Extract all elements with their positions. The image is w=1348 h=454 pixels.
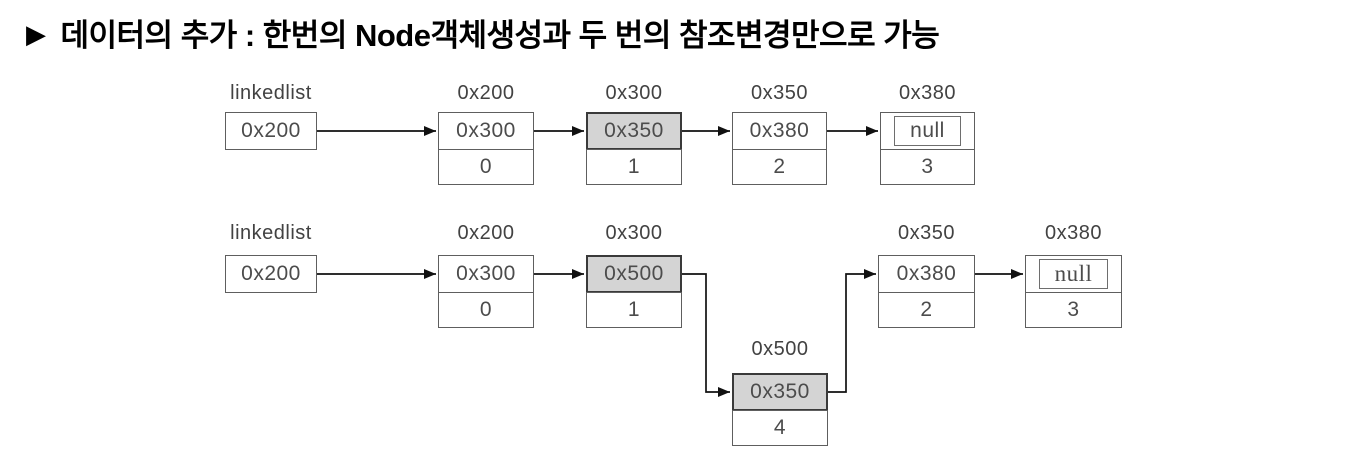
d2-pointer-value: 0x200 [241, 262, 301, 285]
next-pointer-cell: 0x300 [438, 112, 534, 150]
next-pointer-cell: 0x380 [878, 255, 975, 293]
next-pointer-cell: null [880, 112, 975, 150]
d2-pointer-box: 0x200 [225, 255, 317, 293]
next-value: 0x350 [604, 119, 664, 142]
d1-node-0x300-label: 0x300 [605, 82, 663, 104]
data-value: 4 [773, 415, 787, 439]
next-value: 0x300 [456, 262, 516, 285]
d2-node-0x350-label: 0x350 [898, 222, 955, 244]
data-cell: 2 [878, 291, 975, 328]
data-cell: 0 [438, 291, 534, 328]
data-value: 3 [1067, 297, 1080, 321]
connector-d2-0x300-down-to-new-node [682, 273, 730, 397]
d1-pointer-box: 0x200 [225, 112, 317, 150]
data-value: 3 [921, 154, 934, 178]
page-title: ▶ 데이터의 추가 : 한번의 Node객체생성과 두 번의 참조변경만으로 가… [26, 10, 940, 55]
data-cell: 3 [1025, 291, 1122, 328]
d2-node-0x300: 0x500 1 [586, 255, 682, 328]
d1-node-0x350: 0x380 2 [732, 112, 827, 185]
data-cell: 3 [880, 148, 975, 185]
d2-node-0x350: 0x380 2 [878, 255, 975, 328]
next-value: 0x350 [750, 380, 810, 403]
d2-new-node-0x500-label: 0x500 [751, 338, 809, 360]
d1-node-0x380-label: 0x380 [899, 82, 956, 104]
d2-node-0x380: null 3 [1025, 255, 1122, 328]
data-cell: 1 [586, 148, 682, 185]
next-value: 0x380 [896, 262, 957, 285]
d2-pointer-label: linkedlist [230, 222, 312, 244]
d1-node-0x200: 0x300 0 [438, 112, 534, 185]
d1-node-0x350-label: 0x350 [751, 82, 808, 104]
d2-node-0x380-label: 0x380 [1045, 222, 1102, 244]
next-pointer-cell: 0x300 [438, 255, 534, 293]
data-value: 0 [479, 154, 493, 178]
bullet-triangle-icon: ▶ [26, 18, 46, 49]
next-pointer-cell-changed: 0x500 [586, 255, 682, 293]
data-value: 1 [627, 154, 641, 178]
data-cell: 1 [586, 291, 682, 328]
data-cell: 2 [732, 148, 827, 185]
data-value: 2 [773, 154, 786, 178]
d1-pointer-label: linkedlist [230, 82, 312, 104]
data-value: 0 [479, 297, 493, 321]
data-value: 2 [920, 297, 933, 321]
next-pointer-cell: 0x380 [732, 112, 827, 150]
d2-node-0x300-label: 0x300 [605, 222, 663, 244]
null-value-box: null [1038, 259, 1109, 289]
null-value-box: null [894, 116, 961, 146]
data-value: 1 [627, 297, 641, 321]
d1-node-0x380: null 3 [880, 112, 975, 185]
d1-node-0x200-label: 0x200 [457, 82, 515, 104]
next-pointer-cell-changed: 0x350 [586, 112, 682, 150]
next-pointer-cell: null [1025, 255, 1122, 293]
d2-node-0x200: 0x300 0 [438, 255, 534, 328]
d2-new-node-0x500: 0x350 4 [732, 373, 828, 446]
data-cell: 4 [732, 409, 828, 446]
next-pointer-cell-new: 0x350 [732, 373, 828, 411]
data-cell: 0 [438, 148, 534, 185]
connector-d2-new-node-up-to-0x350 [828, 269, 876, 393]
next-value: 0x500 [604, 262, 664, 285]
next-value: 0x380 [749, 119, 810, 142]
d1-pointer-value: 0x200 [241, 119, 301, 142]
page-title-text: 데이터의 추가 : 한번의 Node객체생성과 두 번의 참조변경만으로 가능 [60, 18, 940, 53]
next-value: 0x300 [456, 119, 516, 142]
d1-node-0x300: 0x350 1 [586, 112, 682, 185]
d2-node-0x200-label: 0x200 [457, 222, 515, 244]
